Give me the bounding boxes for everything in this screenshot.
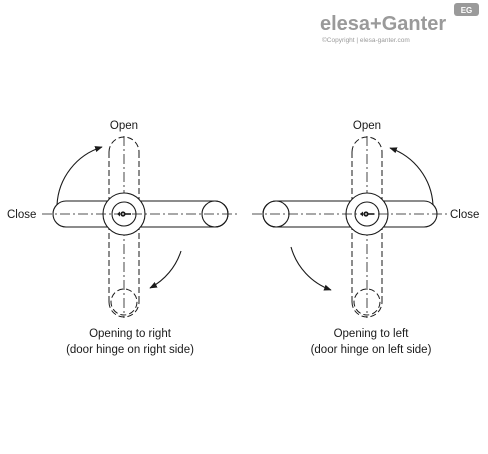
brand-badge-text: EG (461, 6, 473, 15)
right-close-label: Close (450, 209, 479, 221)
left-key-icon (117, 211, 131, 217)
brand-name: elesa+Ganter (320, 13, 446, 35)
brand-copyright: ©Copyright | elesa-ganter.com (322, 36, 410, 44)
left-caption-line2: (door hinge on right side) (66, 344, 194, 356)
brand-logo: elesa+Ganter ©Copyright | elesa-ganter.c… (320, 3, 479, 44)
right-handle-view: Open Close Opening to left (door hinge o… (252, 120, 479, 356)
right-caption-line1: Opening to left (334, 328, 410, 340)
right-arrow-upper-icon (389, 147, 434, 206)
left-handle-view: Open Close Opening to right (door hinge … (7, 120, 238, 356)
left-caption-line1: Opening to right (89, 328, 172, 340)
left-arrow-lower-icon (149, 250, 182, 289)
left-close-label: Close (7, 209, 36, 221)
brand-badge: EG (454, 3, 479, 16)
left-arrow-upper-icon (56, 146, 103, 206)
right-caption-line2: (door hinge on left side) (311, 344, 432, 356)
left-open-label: Open (110, 120, 138, 132)
right-open-label: Open (353, 120, 381, 132)
right-key-icon (360, 211, 374, 217)
right-arrow-lower-icon (290, 246, 332, 291)
